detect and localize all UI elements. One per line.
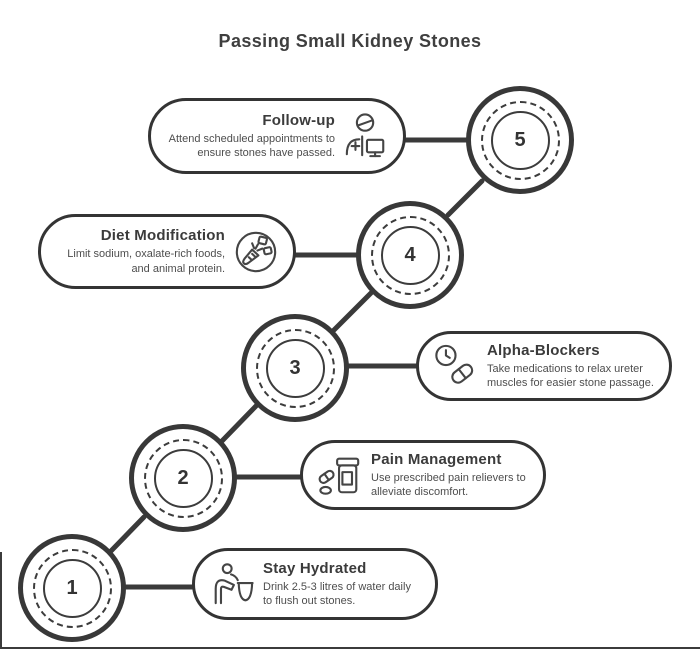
step-card-follow-up: Follow-up Attend scheduled appointments …: [148, 98, 406, 174]
step-node-2: 2: [129, 424, 237, 532]
monitor-appointment-icon: [343, 113, 389, 159]
step-node-4: 4: [356, 201, 464, 309]
pill-bottle-icon: [317, 452, 363, 498]
step-description: Limit sodium, oxalate-rich foods, and an…: [67, 248, 225, 275]
healthy-food-icon: [233, 229, 279, 275]
step-title: Stay Hydrated: [263, 559, 367, 577]
step-node-1: 1: [18, 534, 126, 642]
person-drinking-water-icon: [209, 561, 255, 607]
connector-2-1: [108, 514, 147, 554]
inner-ring: 5: [490, 110, 550, 170]
step-number: 4: [404, 243, 416, 266]
step-card-pain-management: Pain Management Use prescribed pain reli…: [300, 440, 546, 510]
step-number: 5: [514, 128, 526, 151]
dashed-ring: 1: [32, 548, 112, 628]
connector-5-4: [445, 178, 485, 218]
step-number: 3: [289, 356, 301, 379]
step-title: Alpha-Blockers: [487, 341, 600, 359]
dashed-ring: 2: [143, 438, 223, 518]
image-bottom-border: [0, 646, 700, 649]
clock-and-capsule-icon: [433, 343, 479, 389]
step-number: 2: [177, 466, 189, 489]
step-title: Follow-up: [262, 111, 335, 129]
step-card-alpha-blockers: Alpha-Blockers Take medications to relax…: [416, 331, 672, 401]
page-title: Passing Small Kidney Stones: [218, 31, 482, 51]
step-node-3: 3: [241, 314, 349, 422]
dashed-ring: 5: [480, 100, 560, 180]
dashed-ring: 3: [255, 328, 335, 408]
step-description: Attend scheduled appointments to ensure …: [168, 132, 335, 159]
step-description: Use prescribed pain relievers to allevia…: [371, 471, 526, 498]
step-card-stay-hydrated: Stay Hydrated Drink 2.5-3 litres of wate…: [192, 548, 438, 620]
inner-ring: 1: [42, 558, 102, 618]
step-node-5: 5: [466, 86, 574, 194]
step-description: Drink 2.5-3 litres of water daily to flu…: [263, 580, 411, 607]
step-description: Take medications to relax ureter muscles…: [487, 362, 654, 389]
connector-3-2: [219, 403, 259, 444]
image-left-border: [0, 552, 2, 649]
step-title: Pain Management: [371, 450, 502, 468]
step-number: 1: [66, 576, 78, 599]
dashed-ring: 4: [370, 215, 450, 295]
connector-4-3: [331, 290, 374, 333]
inner-ring: 3: [265, 338, 325, 398]
inner-ring: 4: [380, 225, 440, 285]
step-card-diet-modification: Diet Modification Limit sodium, oxalate-…: [38, 214, 296, 289]
step-title: Diet Modification: [100, 227, 225, 245]
inner-ring: 2: [153, 448, 213, 508]
